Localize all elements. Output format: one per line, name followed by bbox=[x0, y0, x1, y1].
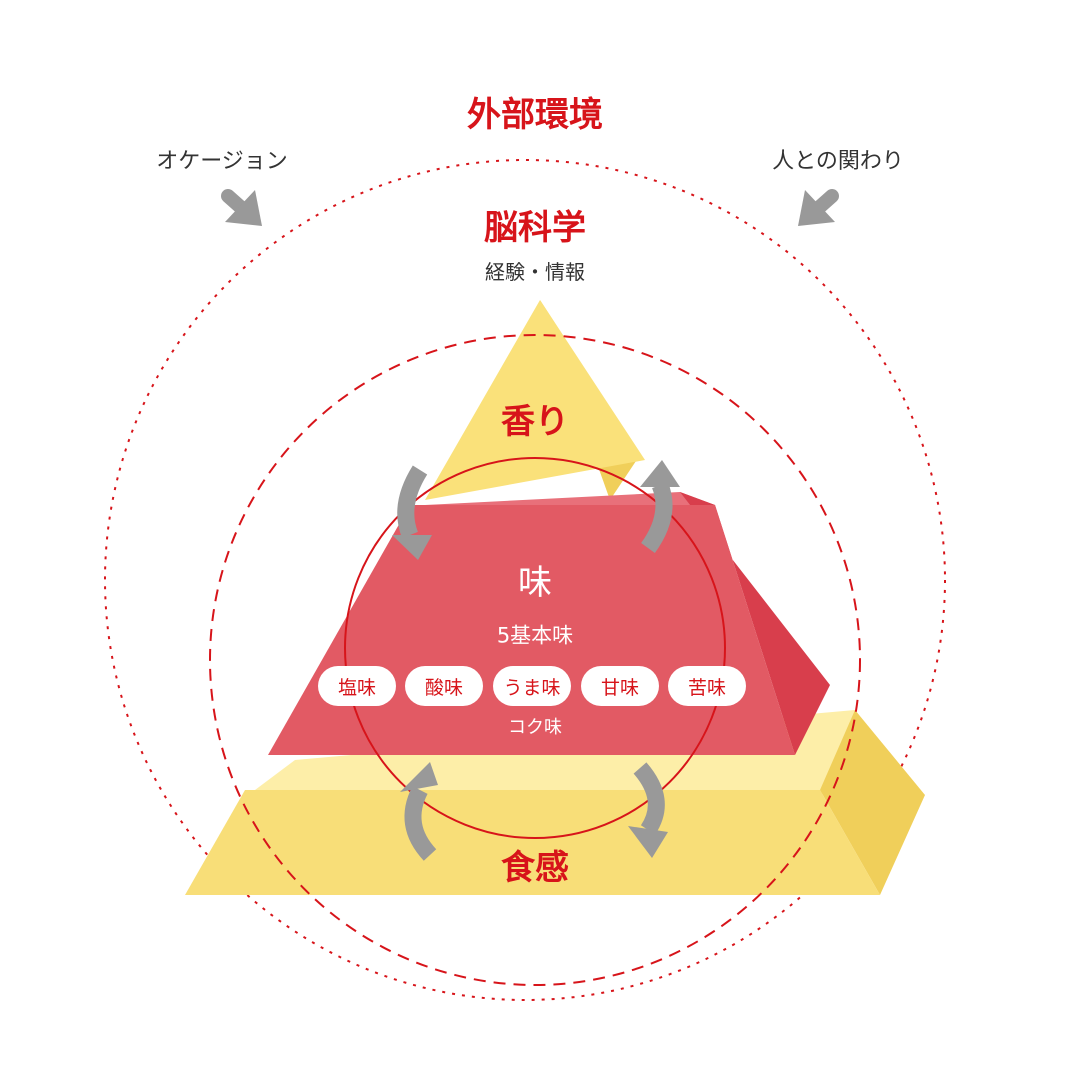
curved-arrow-icon bbox=[400, 762, 438, 861]
brain-science-label: 脳科学 bbox=[484, 208, 586, 248]
external-environment-label: 外部環境 bbox=[467, 95, 603, 135]
basic-tastes-title: 5基本味 bbox=[496, 623, 574, 648]
texture-block-front bbox=[185, 790, 880, 895]
curved-arrow-icon bbox=[392, 465, 432, 560]
taste-block-front bbox=[268, 505, 795, 755]
basic-taste-salty: 塩味 bbox=[318, 666, 396, 706]
occasion-label: オケージョン bbox=[156, 149, 288, 174]
aroma-pyramid-front bbox=[425, 300, 645, 500]
down-right-arrow-icon bbox=[221, 189, 262, 226]
texture-block-side bbox=[820, 710, 925, 895]
basic-taste-sour: 酸味 bbox=[405, 666, 483, 706]
basic-taste-sweet: 甘味 bbox=[581, 666, 659, 706]
external-environment-circle bbox=[104, 159, 946, 1001]
basic-taste-umami: うま味 bbox=[493, 666, 571, 706]
taste-block-side bbox=[680, 492, 830, 755]
brain-science-sub-label: 経験・情報 bbox=[485, 260, 585, 284]
aroma-label: 香り bbox=[501, 402, 569, 442]
kokumi-label: コク味 bbox=[508, 717, 562, 738]
texture-label: 食感 bbox=[501, 848, 569, 888]
taste-label: 味 bbox=[518, 563, 552, 603]
brain-science-circle bbox=[209, 334, 861, 986]
relationships-label: 人との関わり bbox=[772, 149, 904, 174]
curved-arrow-icon bbox=[640, 460, 680, 553]
taste-cycle-circle bbox=[344, 457, 726, 839]
basic-taste-bitter: 苦味 bbox=[668, 666, 746, 706]
curved-arrow-icon bbox=[628, 762, 668, 858]
down-left-arrow-icon bbox=[798, 189, 839, 226]
